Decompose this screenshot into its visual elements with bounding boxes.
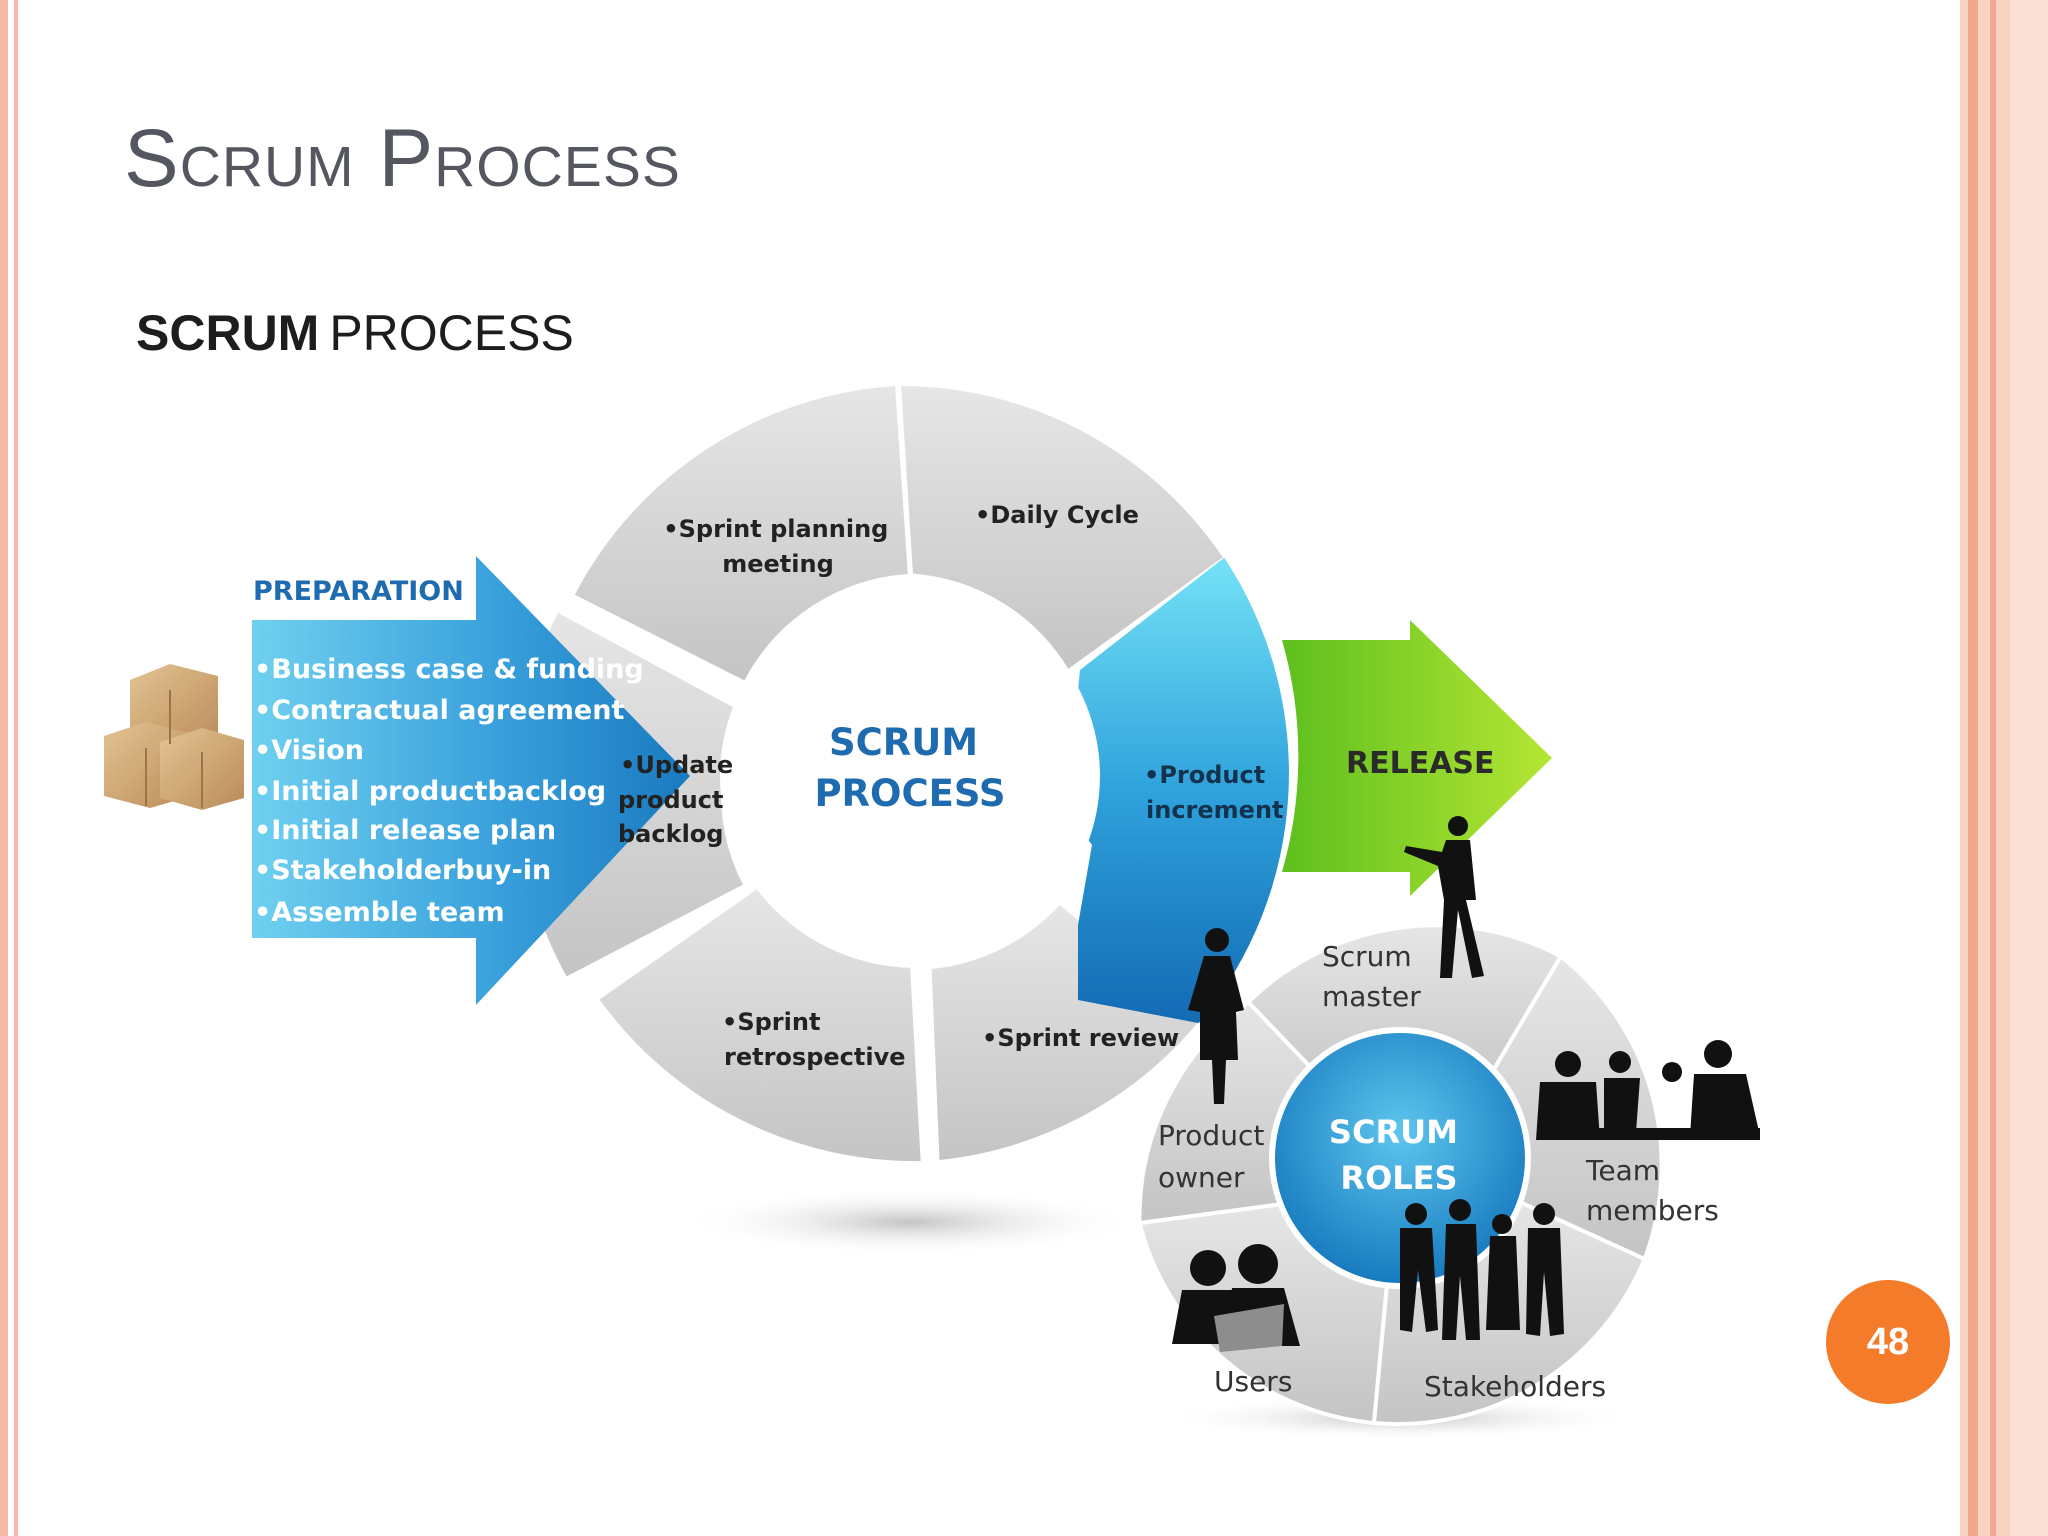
preparation-list: •Business case & funding •Contractual ag… — [254, 654, 644, 928]
team-members-silhouette-icon — [1536, 1040, 1760, 1140]
roles-center-label: SCRUM ROLES — [1329, 1113, 1469, 1197]
preparation-item: •Business case & funding — [254, 654, 644, 685]
slide-title: Scrum Process — [124, 113, 681, 204]
preparation-item: •Assemble team — [254, 897, 505, 928]
right-border — [1960, 0, 2048, 1536]
label-daily-cycle: •Daily Cycle — [975, 501, 1139, 529]
center-label: SCRUM PROCESS — [814, 721, 1005, 815]
role-team-members: Team members — [1585, 1154, 1719, 1227]
label-sprint-review: •Sprint review — [982, 1024, 1179, 1052]
center-circle — [720, 586, 1100, 966]
boxes-icon — [104, 664, 244, 810]
role-scrum-master: Scrum master — [1322, 940, 1421, 1013]
preparation-title: PREPARATION — [253, 576, 464, 607]
role-stakeholders: Stakeholders — [1424, 1370, 1606, 1403]
preparation-item: •Stakeholderbuy-in — [254, 855, 551, 886]
label-sprint-retrospective: •Sprint retrospective — [722, 1008, 906, 1071]
preparation-item: •Contractual agreement — [254, 695, 624, 726]
release-arrow — [1282, 620, 1552, 896]
segment-sprint-planning — [572, 383, 910, 684]
segment-product-increment — [1068, 557, 1289, 1024]
preparation-item: •Vision — [254, 735, 364, 766]
role-users: Users — [1214, 1365, 1292, 1398]
page-number-badge: 48 — [1826, 1280, 1950, 1404]
product-owner-silhouette-icon — [1188, 928, 1244, 1104]
preparation-item: •Initial release plan — [254, 815, 556, 846]
preparation-arrow — [252, 556, 690, 1005]
cycle-shadow — [680, 1188, 1140, 1256]
preparation-item: •Initial productbacklog — [254, 776, 606, 807]
label-sprint-planning: •Sprint planning meeting — [663, 515, 896, 578]
role-product-owner: Product owner — [1158, 1119, 1273, 1194]
release-label: RELEASE — [1346, 746, 1495, 781]
left-border-stripe — [0, 0, 8, 1536]
label-update-backlog: •Update product backlog — [618, 751, 742, 848]
left-border-line — [14, 0, 18, 1536]
scrum-master-silhouette-icon — [1404, 816, 1484, 978]
label-product-increment: •Product increment — [1144, 761, 1284, 824]
users-silhouette-icon — [1172, 1244, 1300, 1352]
stakeholders-silhouette-icon — [1400, 1199, 1564, 1340]
segment-daily-cycle — [898, 383, 1226, 672]
